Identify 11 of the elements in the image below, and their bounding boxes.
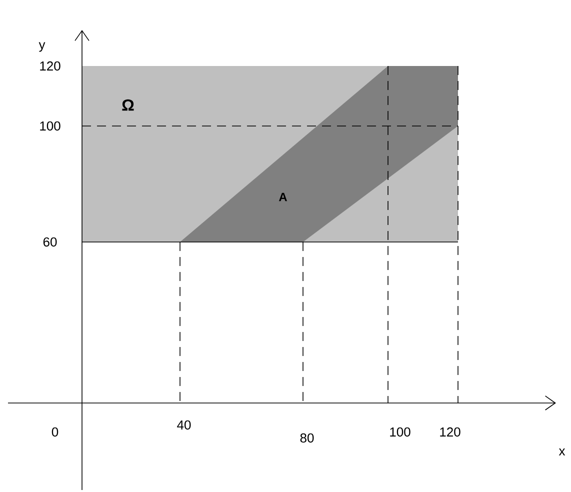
axis-label: 120 [40,61,60,71]
axis-label: x [558,448,566,456]
axis-label: 100 [40,121,60,131]
axis-label: 100 [390,427,410,437]
region-a: A [180,66,458,242]
axis-label: 40 [177,420,191,430]
axis-label: 80 [300,433,314,443]
axis-label: 60 [43,237,57,247]
axis-label: 0 [52,427,58,437]
axis-label: y [38,42,46,52]
axis-label: 120 [440,427,460,437]
